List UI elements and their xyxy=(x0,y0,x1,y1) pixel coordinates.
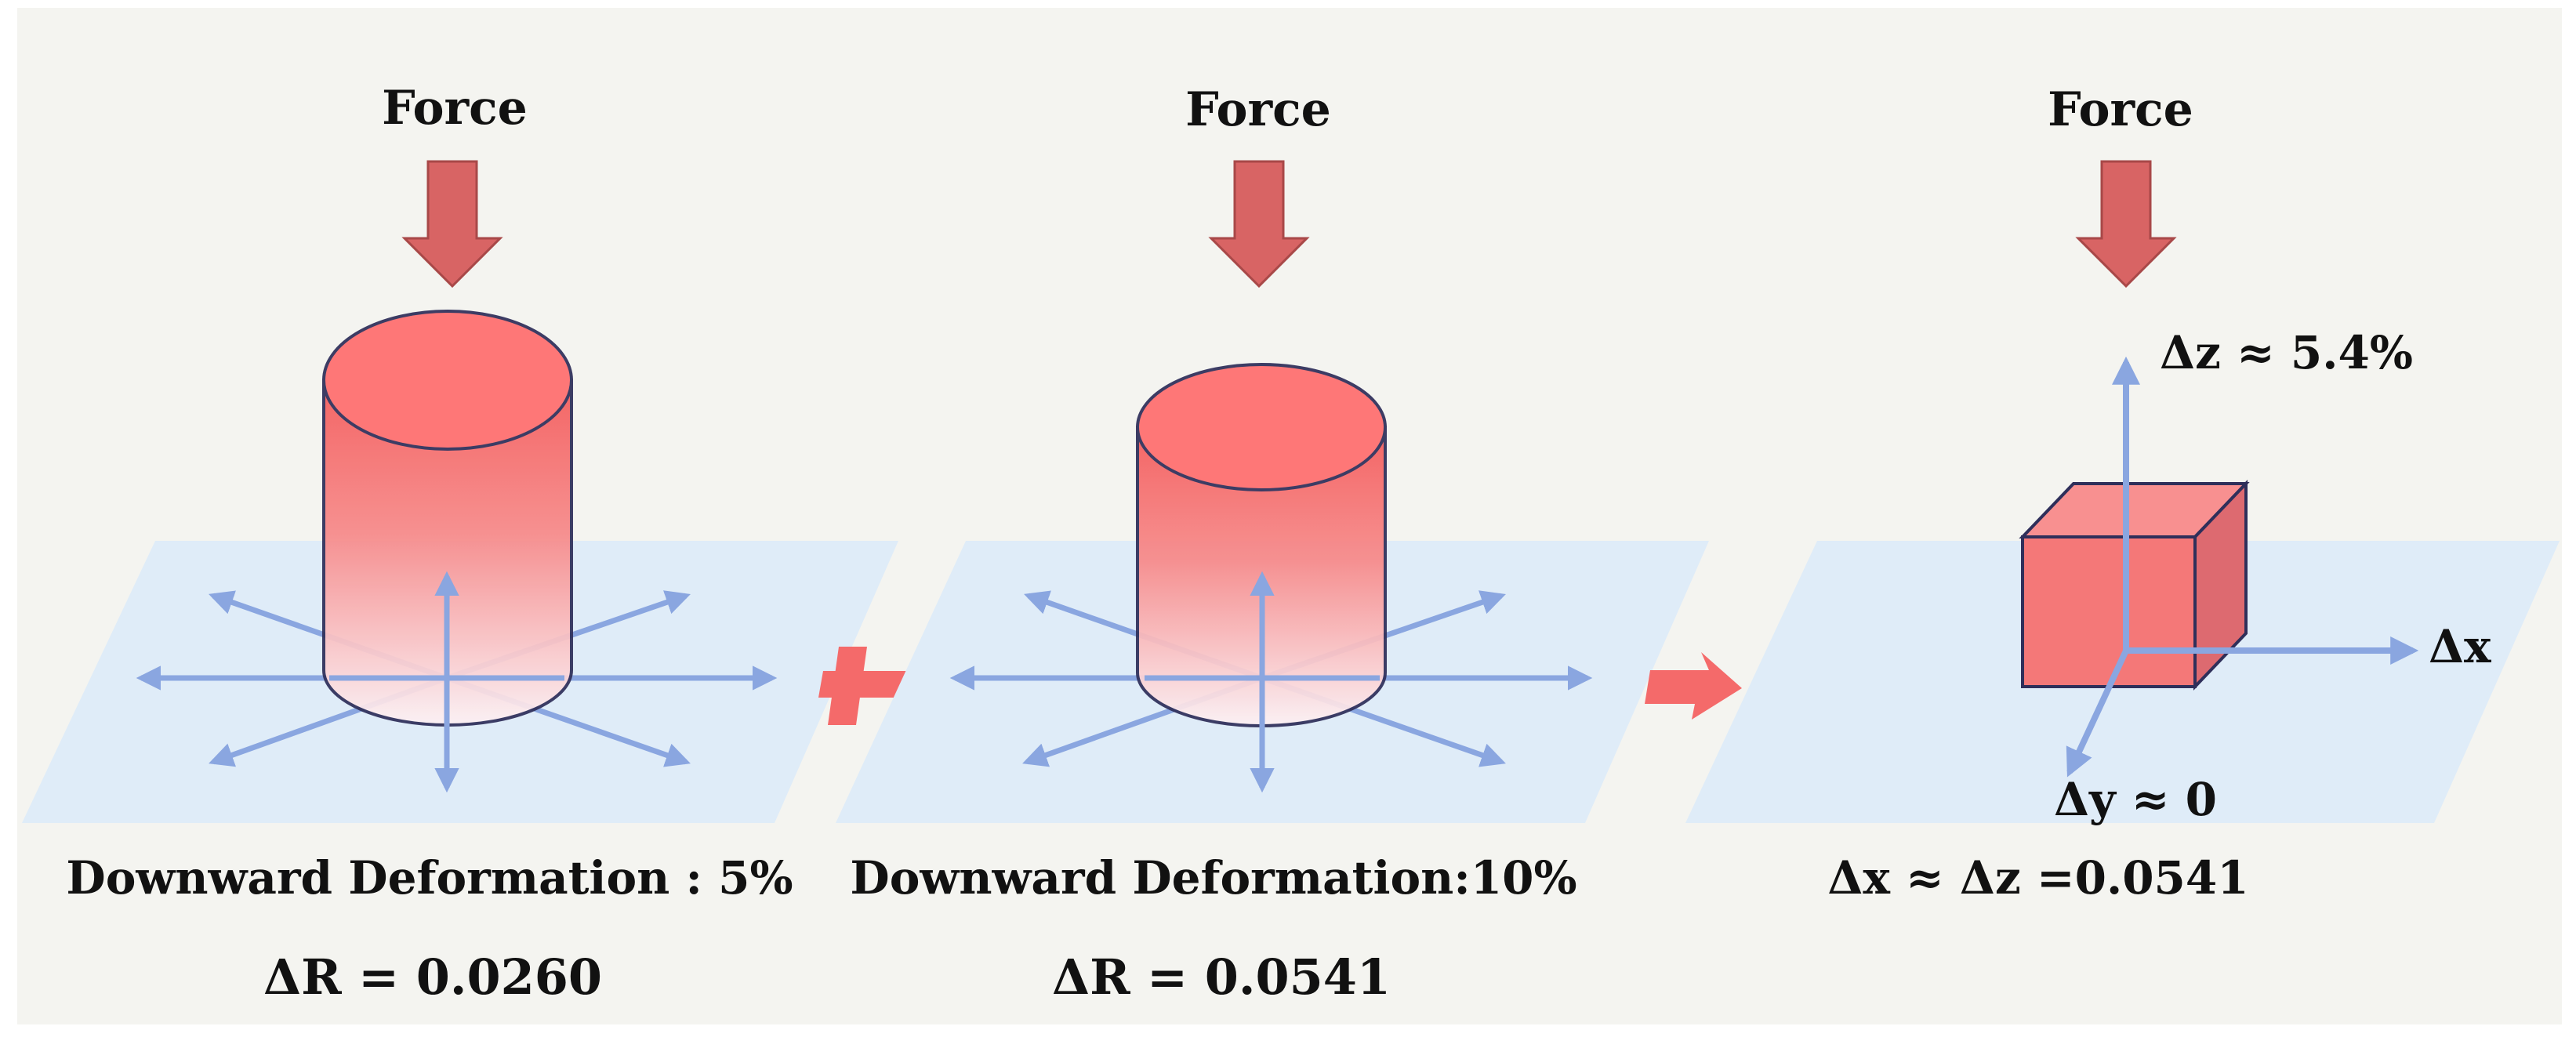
panel-1: Force Downward Deformation : 5% ΔR = 0.0… xyxy=(22,81,898,1006)
delta-r-2: ΔR = 0.0541 xyxy=(1052,948,1391,1006)
plus-icon xyxy=(818,647,916,725)
vertical-arrows-2 xyxy=(1145,571,1380,793)
axis-x-label: Δx xyxy=(2429,620,2491,673)
cylinder-1 xyxy=(322,310,573,727)
force-label-2: Force xyxy=(1185,82,1331,137)
axis-y-label: Δy ≈ 0 xyxy=(2054,773,2217,826)
panel-3: Force Δz ≈ 5.4% Δx Δy ≈ 0 Δx ≈ Δz =0.054… xyxy=(1685,82,2560,905)
force-arrow-1 xyxy=(401,160,503,288)
caption-2: Downward Deformation:10% xyxy=(850,851,1576,905)
cube-front xyxy=(2021,535,2197,688)
vertical-arrows-1 xyxy=(329,571,564,793)
border-right xyxy=(2562,0,2576,1037)
border-top xyxy=(0,0,2576,8)
cylinder-top-2 xyxy=(1136,363,1387,491)
panel-2: Force Downward Deformation:10% ΔR = 0.05… xyxy=(836,82,1709,1006)
plus-horizontal xyxy=(818,671,916,698)
cylinder-body-1 xyxy=(322,379,573,727)
border-left xyxy=(0,0,17,1037)
caption-3: Δx ≈ Δz =0.0541 xyxy=(1827,851,2248,905)
axes-3 xyxy=(2066,356,2419,778)
cube xyxy=(2019,480,2250,691)
axis-y-arrow xyxy=(2066,649,2129,778)
force-arrow-3 xyxy=(2075,160,2177,288)
delta-r-1: ΔR = 0.0260 xyxy=(263,948,602,1006)
cylinder-2 xyxy=(1136,363,1387,727)
force-arrow-2 xyxy=(1208,160,1310,288)
cylinder-top-1 xyxy=(322,310,573,451)
force-label-3: Force xyxy=(2048,82,2193,137)
caption-1: Downward Deformation : 5% xyxy=(66,851,793,905)
right-arrow-icon xyxy=(1645,652,1742,720)
axis-z-label: Δz ≈ 5.4% xyxy=(2160,326,2413,379)
border-bottom xyxy=(0,1024,2576,1037)
force-label-1: Force xyxy=(382,81,528,136)
